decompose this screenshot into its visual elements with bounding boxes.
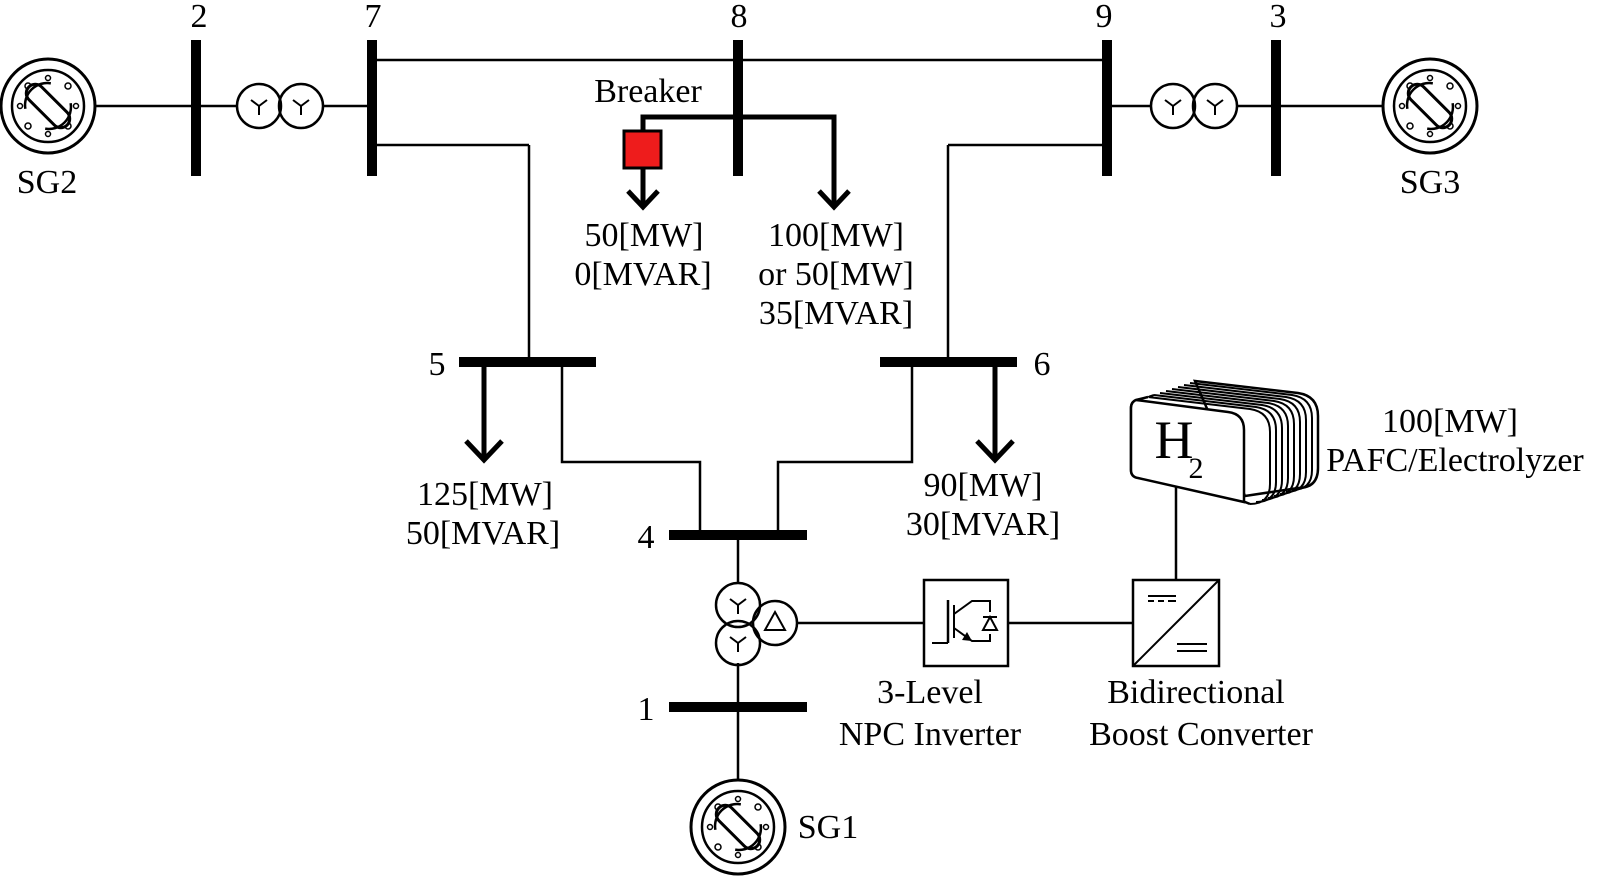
load-bus8-right-q: 35[MVAR] xyxy=(759,295,913,332)
bus-6-label: 6 xyxy=(1034,346,1051,383)
converter-label-2: Boost Converter xyxy=(1089,716,1313,753)
converter-label-1: Bidirectional xyxy=(1107,674,1285,711)
transformer-9-3-icon xyxy=(1149,82,1239,130)
bus-7-label: 7 xyxy=(365,0,382,35)
hydrogen-fuel-cell-icon xyxy=(1129,379,1320,506)
load-bus8-left-p: 50[MW] xyxy=(585,217,704,254)
breaker-icon[interactable] xyxy=(622,129,663,170)
bus-5-label: 5 xyxy=(429,346,446,383)
load-bus6-q: 30[MVAR] xyxy=(906,506,1060,543)
generator-sg2-label: SG2 xyxy=(17,164,77,201)
generator-sg2-icon xyxy=(0,57,97,155)
generator-sg1-label: SG1 xyxy=(798,809,858,846)
bus-8-label: 8 xyxy=(731,0,748,35)
bus-1-label: 1 xyxy=(638,691,655,728)
three-winding-transformer-icon xyxy=(714,581,799,667)
breaker-label: Breaker xyxy=(594,73,702,110)
inverter-label-1: 3-Level xyxy=(877,674,983,711)
load-bus8-right-p-alt: or 50[MW] xyxy=(758,256,914,293)
bus-4-label: 4 xyxy=(638,519,655,556)
h2-rating-label: 100[MW] xyxy=(1382,403,1518,440)
load-bus6-p: 90[MW] xyxy=(924,467,1043,504)
bus-9-label: 9 xyxy=(1096,0,1113,35)
transformer-2-7-icon xyxy=(235,82,325,130)
npc-inverter-icon xyxy=(922,578,1010,668)
load-bus8-right-p: 100[MW] xyxy=(768,217,904,254)
bus-5-load-arrow xyxy=(464,362,504,464)
inverter-label-2: NPC Inverter xyxy=(839,716,1022,753)
bus-3-label: 3 xyxy=(1270,0,1287,35)
generator-sg3-label: SG3 xyxy=(1400,164,1460,201)
load-bus5-p: 125[MW] xyxy=(417,476,553,513)
load-bus5-q: 50[MVAR] xyxy=(406,515,560,552)
bus-2-label: 2 xyxy=(191,0,208,35)
dc-dc-converter-icon xyxy=(1131,578,1221,668)
h2-type-label: PAFC/Electrolyzer xyxy=(1326,442,1584,479)
load-bus8-left-q: 0[MVAR] xyxy=(574,256,711,293)
generator-sg1-icon xyxy=(689,778,787,876)
h2-symbol: H xyxy=(1155,410,1194,470)
network-lines xyxy=(95,58,1384,788)
h2-subscript: 2 xyxy=(1189,452,1204,485)
generator-sg3-icon xyxy=(1381,57,1479,155)
bus-6-load-arrow xyxy=(975,362,1015,464)
bus-8-load-feeders xyxy=(626,114,851,211)
